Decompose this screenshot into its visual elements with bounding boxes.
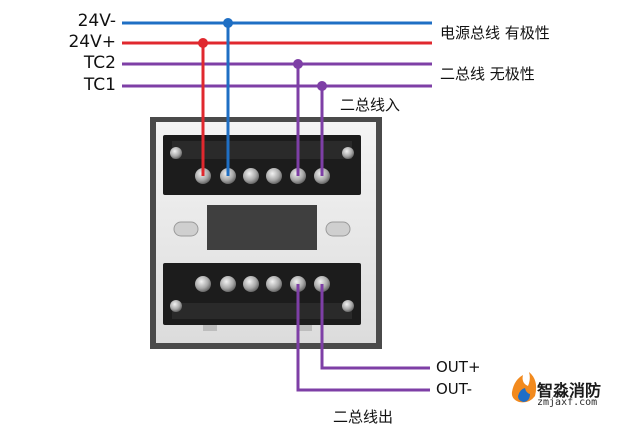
label-tc1: TC1 [83,75,116,95]
label-tc2: TC2 [83,53,116,73]
display-window [207,205,317,250]
annotation-two-bus-out: 二总线出 [333,408,394,426]
wire-out-minus [296,284,430,392]
junction-tc2 [293,59,303,69]
watermark-url: zmjaxf.com [537,397,598,408]
brand-logo-icon [511,372,537,403]
top-terminals [195,168,330,184]
annotation-two-bus: 二总线 无极性 [440,65,535,83]
module-device [150,117,382,349]
label-out-plus: OUT+ [436,358,481,376]
watermark-brand: 智淼消防 [537,381,602,400]
label-24v-minus: 24V- [77,11,116,31]
annotation-two-bus-in: 二总线入 [340,96,401,114]
mounting-hole-left [173,221,199,237]
junction-tc1 [317,81,327,91]
label-out-minus: OUT- [436,380,472,398]
annotation-power-bus: 电源总线 有极性 [440,24,550,42]
label-24v-plus: 24V+ [68,32,116,52]
wire-out-plus [320,284,430,370]
junction-24v-minus [223,18,233,28]
mounting-hole-right [325,221,351,237]
junction-24v-plus [198,38,208,48]
